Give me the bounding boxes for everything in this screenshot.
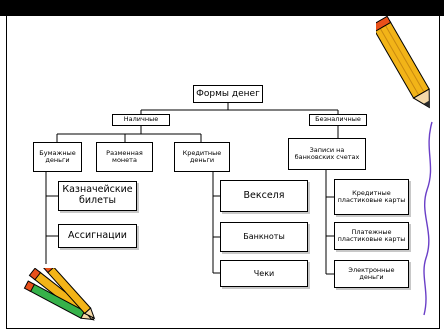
pencil-icon	[376, 15, 430, 109]
credit-cards-node: Кредитные пластиковые карты	[334, 179, 409, 215]
assignats-node: Ассигнации	[58, 224, 137, 248]
banknotes-node: Банкноты	[220, 222, 308, 252]
noncash-node: Безналичные	[309, 114, 367, 126]
purple-squiggle	[423, 121, 433, 316]
cheques-node: Чеки	[220, 260, 308, 287]
bills-of-exchange-node: Векселя	[220, 180, 308, 212]
cash-node: Наличные	[112, 114, 170, 126]
electronic-money-node: Электронные деньги	[334, 260, 409, 288]
root-node: Формы денег	[193, 85, 263, 103]
top-black-bar	[0, 0, 444, 16]
coin-node: Разменная монета	[96, 142, 153, 172]
paper-money-node: Бумажные деньги	[33, 142, 82, 172]
payment-cards-node: Платежные пластиковые карты	[334, 222, 409, 250]
bank-records-node: Записи на банковских счетах	[288, 138, 366, 170]
pencils-bundle-icon	[23, 268, 96, 321]
credit-money-node: Кредитные деньги	[174, 142, 230, 172]
slide-frame	[6, 16, 440, 329]
treasury-notes-node: Казначейские билеты	[58, 181, 137, 211]
